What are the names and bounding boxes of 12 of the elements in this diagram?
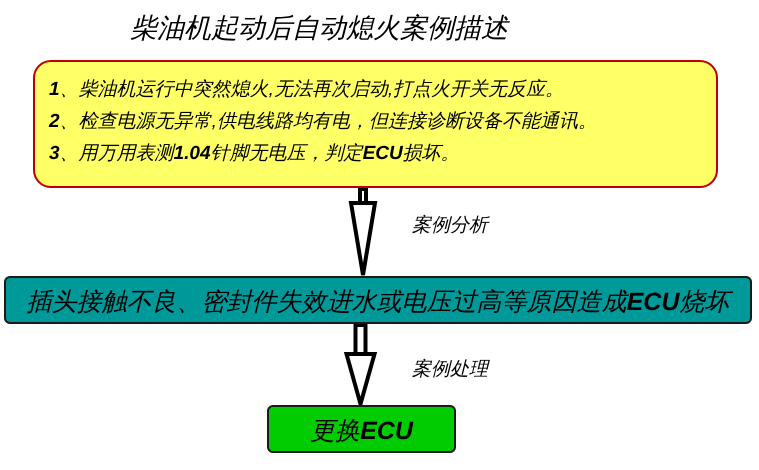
- cause-box: [4, 276, 752, 324]
- box-text: 更换ECU: [309, 416, 414, 447]
- edge-label: 案例处理: [412, 358, 488, 382]
- action-box: [267, 405, 456, 453]
- list-item: 1、柴油机运行中突然熄火,无法再次启动,打点火开关无反应。: [49, 78, 564, 102]
- list-item: 3、用万用表测1.04针脚无电压，判定ECU损坏。: [49, 142, 460, 166]
- list-item: 2、检查电源无异常,供电线路均有电，但连接诊断设备不能通讯。: [49, 110, 597, 134]
- arrow: [348, 187, 378, 277]
- edge-label: 案例分析: [412, 214, 488, 238]
- description-box: [33, 60, 718, 188]
- box-text: 插头接触不良、密封件失效进水或电压过高等原因造成ECU烧坏: [6, 285, 750, 318]
- title: 柴油机起动后自动熄火案例描述: [130, 12, 508, 45]
